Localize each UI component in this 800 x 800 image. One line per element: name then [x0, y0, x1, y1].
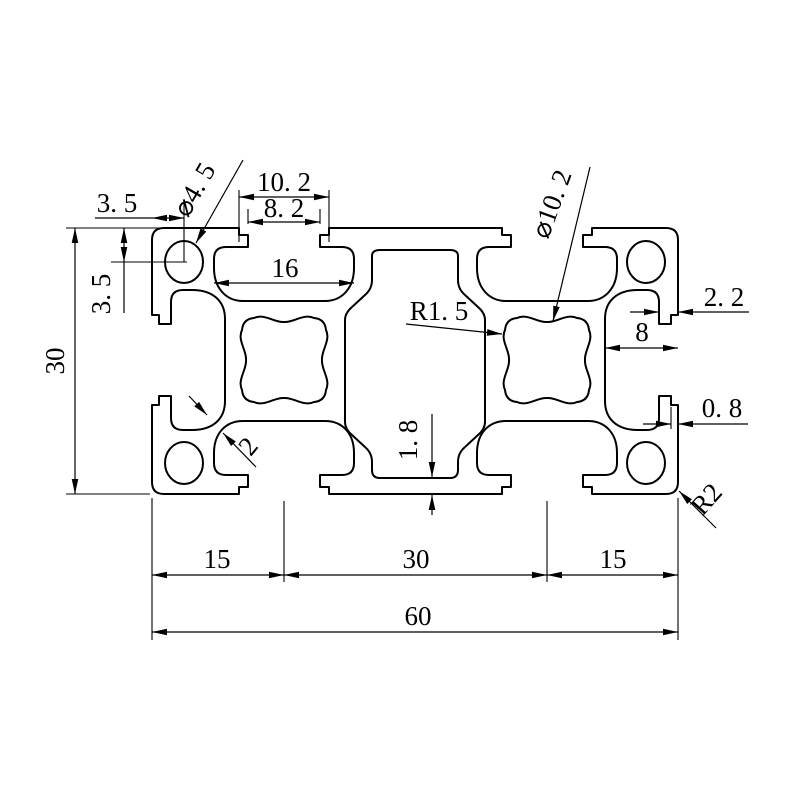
dim-center-bore-dia: ⌀10. 2 — [525, 166, 591, 322]
dim-label-hole-offset-x: 3. 5 — [97, 188, 138, 218]
corner-hole-bottom-right — [626, 441, 666, 485]
extrusion-profile — [151, 227, 679, 495]
dim-label-hole-offset-y: 3. 5 — [86, 274, 116, 315]
screw-boss-cavity-left — [239, 315, 329, 405]
dim-label-overall-width: 60 — [405, 601, 432, 631]
dim-label-pitch-right: 15 — [600, 544, 627, 574]
dim-label-step-depth: 0. 8 — [702, 393, 743, 423]
dim-label-wall-thickness: 2 — [232, 431, 264, 461]
dim-label-bottom-web: 1. 8 — [393, 420, 423, 461]
dim-profile-height: 30 — [40, 228, 79, 494]
dim-step-depth: 0. 8 — [643, 393, 748, 428]
dim-label-slot-opening-width: 8. 2 — [264, 193, 305, 223]
dim-hole-offset-x: 3. 5 — [95, 188, 184, 222]
dim-corner-radius: R2 — [678, 477, 728, 529]
dim-label-slot-notch-width: 10. 2 — [257, 167, 311, 197]
dim-label-profile-height: 30 — [40, 348, 70, 375]
dim-cavity-fillet: R1. 5 — [405, 296, 503, 336]
corner-hole-bottom-left — [164, 441, 204, 485]
dim-bottom-web: 1. 8 — [393, 414, 436, 515]
dim-lip-depth: 2. 2 — [630, 282, 749, 316]
extension-lines — [66, 190, 679, 640]
screw-boss-cavity-right — [502, 315, 592, 405]
dim-pitch-chain: 15 30 15 — [152, 544, 678, 579]
dim-label-cavity-fillet: R1. 5 — [410, 296, 469, 326]
dim-wall-thickness: 2 — [188, 395, 264, 468]
dim-slot-notch-width: 10. 2 — [239, 167, 329, 201]
dim-corner-hole-dia: ⌀4. 5 — [167, 157, 244, 244]
dim-label-pitch-left: 15 — [204, 544, 231, 574]
corner-hole-top-right — [626, 240, 666, 284]
dim-overall-width: 60 — [152, 601, 678, 636]
dim-label-side-slot-depth: 8 — [635, 317, 649, 347]
dim-label-lip-depth: 2. 2 — [704, 282, 745, 312]
profile-outer-outline — [151, 227, 679, 495]
dim-slot-cavity-width: 16 — [214, 253, 354, 287]
dim-label-corner-radius: R2 — [685, 477, 728, 520]
dim-side-slot-depth: 8 — [605, 317, 678, 352]
dim-label-pitch-center: 30 — [403, 544, 430, 574]
dim-label-center-bore-dia: ⌀10. 2 — [525, 166, 577, 242]
central-cavity — [344, 249, 486, 479]
dim-hole-offset-y: 3. 5 — [86, 228, 128, 315]
dim-slot-opening-width: 8. 2 — [248, 193, 320, 226]
dimensions: 3. 5 ⌀4. 5 10. 2 8. 2 16 ⌀10. 2 3. 5 — [40, 157, 749, 636]
dim-label-slot-cavity-width: 16 — [272, 253, 299, 283]
